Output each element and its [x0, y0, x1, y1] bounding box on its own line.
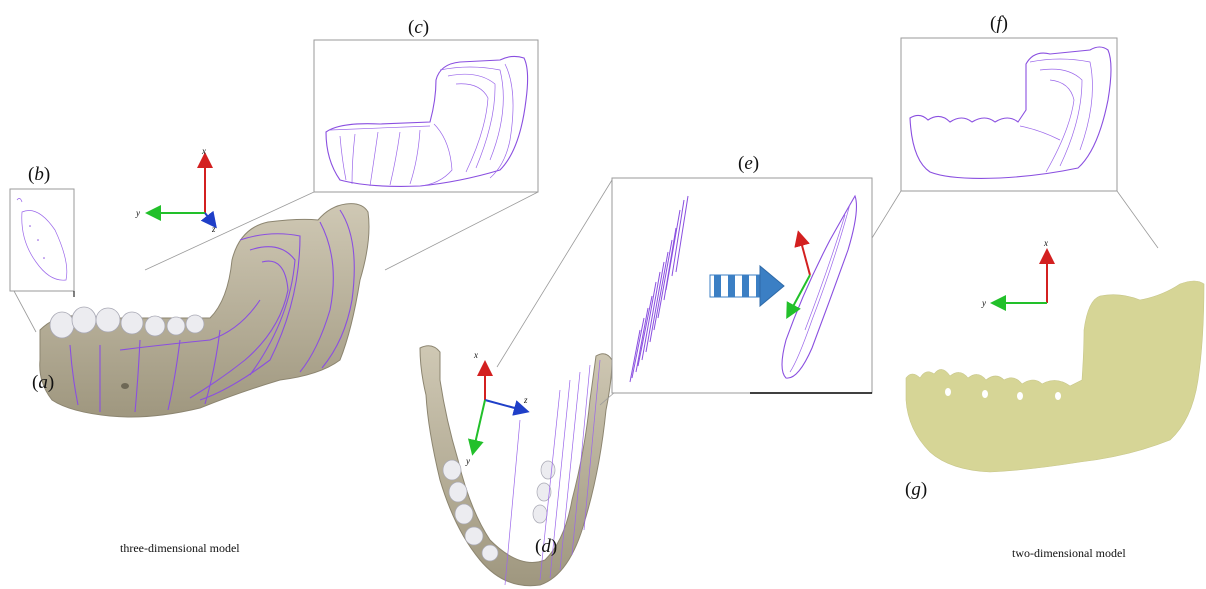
transform-arrow-head	[759, 264, 785, 308]
mandible-3d-body	[39, 203, 370, 418]
model-2d-shape	[905, 280, 1205, 473]
front-contours	[504, 359, 601, 586]
axis-z-label-front: z	[523, 395, 528, 405]
transform-arrow-body	[709, 274, 761, 298]
label-c: (c)	[408, 17, 429, 38]
caption-two-dimensional: two-dimensional model	[1012, 546, 1126, 560]
front-teeth	[442, 459, 556, 562]
label-a: (a)	[32, 372, 54, 393]
axis-y-label: y	[135, 208, 140, 218]
axis-y-label-front: y	[465, 456, 470, 466]
panel-c-contours	[144, 39, 539, 271]
label-e: (e)	[738, 153, 759, 174]
label-f: (f)	[990, 13, 1008, 34]
label-d: (d)	[535, 536, 557, 557]
axis-x-label: x	[201, 146, 206, 156]
panel-b-cross-section	[9, 188, 75, 333]
teeth-row	[49, 306, 205, 339]
surface-contours	[69, 209, 355, 413]
axis-triad-3d: x y z	[135, 146, 217, 234]
mandible-front-body	[419, 345, 613, 587]
slice-lines	[629, 195, 689, 383]
axis-triad-front: x z y	[465, 350, 530, 466]
panel-e-slices	[611, 177, 873, 394]
axis-x-label-front: x	[473, 350, 478, 360]
caption-three-dimensional: three-dimensional model	[120, 541, 240, 555]
label-b: (b)	[28, 164, 50, 185]
axis-z-label: z	[211, 224, 216, 234]
mandible-front-view	[419, 179, 616, 587]
axis-y-label-2d: y	[981, 298, 986, 308]
panel-f-outline	[871, 37, 1159, 249]
axis-triad-2d: x y	[981, 238, 1055, 311]
axis-x-label-2d: x	[1043, 238, 1048, 248]
model-2d	[905, 280, 1205, 473]
label-g: (g)	[905, 479, 927, 500]
mandible-3d-model	[39, 203, 370, 418]
